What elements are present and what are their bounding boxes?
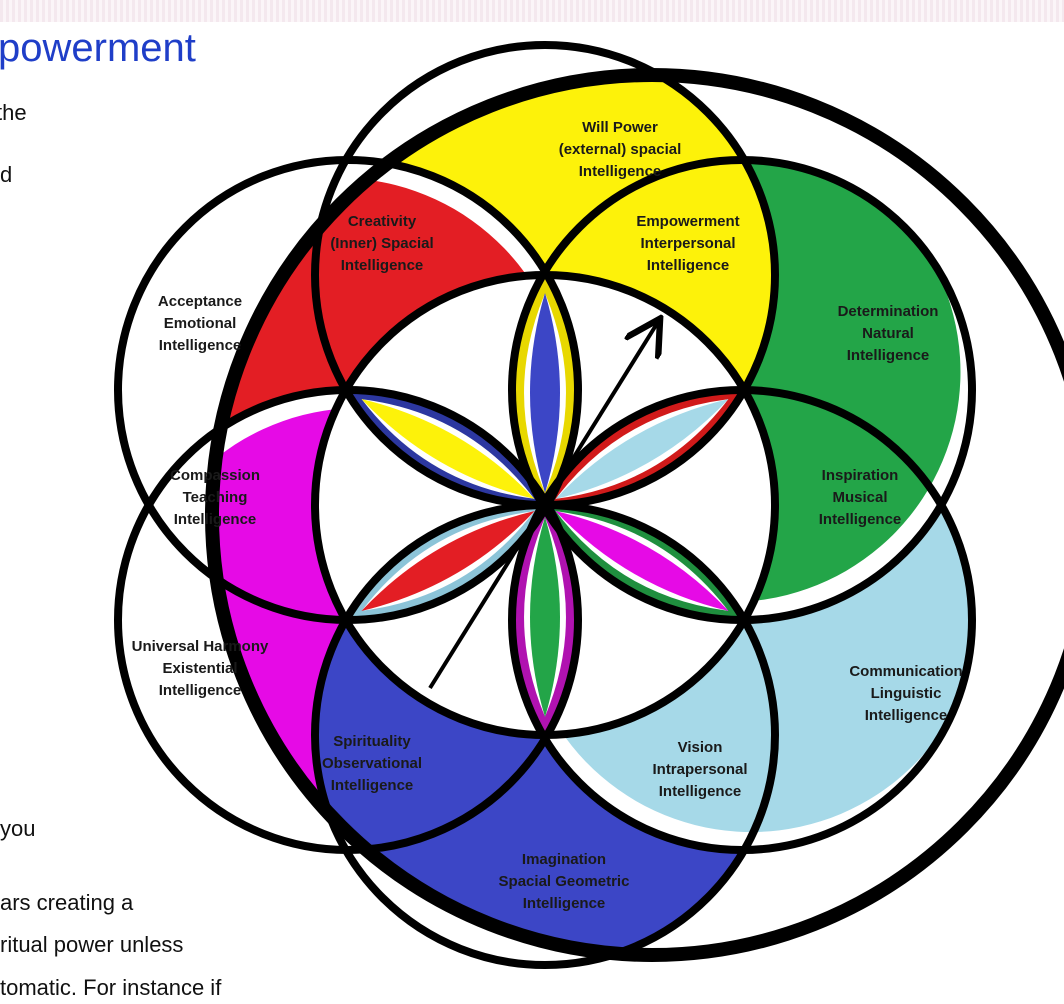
inner-petal-outline bbox=[514, 493, 576, 741]
petal-label-line: Universal Harmony bbox=[132, 638, 269, 655]
inner-petal-fill bbox=[530, 517, 560, 717]
petal-label-line: Imagination bbox=[522, 851, 606, 868]
petal-label-line: Observational bbox=[322, 755, 422, 772]
decorative-top-strip bbox=[0, 0, 1064, 22]
petal-label-line: Musical bbox=[832, 489, 887, 506]
petal-label-line: Spirituality bbox=[333, 733, 411, 750]
outer-ring bbox=[205, 68, 1064, 962]
slide-text-fragment: d bbox=[0, 162, 13, 187]
inner-petal bbox=[514, 493, 576, 741]
petal-label-line: Compassion bbox=[170, 467, 260, 484]
center-circle-outline bbox=[311, 271, 779, 739]
slide-text-fragment: the bbox=[0, 100, 27, 125]
inner-petal-fill bbox=[361, 399, 535, 499]
petal-label-line: Intelligence bbox=[865, 707, 948, 724]
petal-label-line: Communication bbox=[849, 663, 962, 680]
petal-label-line: Intelligence bbox=[579, 163, 662, 180]
petal-label-line: Existential bbox=[162, 660, 237, 677]
petal-label-line: Teaching bbox=[183, 489, 248, 506]
petal-label-line: Inspiration bbox=[822, 467, 899, 484]
petal-label-line: (external) spacial bbox=[559, 141, 682, 158]
petal-label-line: Linguistic bbox=[871, 685, 942, 702]
slide-text-fragment: ars creating a bbox=[0, 890, 134, 915]
petal-label-line: Creativity bbox=[348, 213, 417, 230]
inner-petal bbox=[514, 269, 576, 517]
petal-label-line: Intelligence bbox=[159, 337, 242, 354]
slide-text-fragment: ritual power unless bbox=[0, 932, 184, 957]
slide-title: powerment bbox=[0, 26, 196, 70]
petal-label-line: Interpersonal bbox=[640, 235, 735, 252]
petal-label-line: Vision bbox=[678, 739, 723, 756]
petal-label-line: Intelligence bbox=[819, 511, 902, 528]
petal-label-line: Natural bbox=[862, 325, 914, 342]
inner-petal-fill bbox=[361, 511, 535, 611]
petal-label-line: Spacial Geometric bbox=[499, 873, 630, 890]
slide-text-fragment: you bbox=[0, 816, 36, 841]
petal-label-line: Intelligence bbox=[647, 257, 730, 274]
inner-petal-outline bbox=[514, 269, 576, 517]
petal-label-line: Intelligence bbox=[847, 347, 930, 364]
inner-petal-fill bbox=[530, 293, 560, 493]
slide-text-fragment: tomatic. For instance if bbox=[0, 975, 222, 1000]
inner-petal-fill bbox=[555, 511, 729, 611]
petal-label-line: Will Power bbox=[582, 119, 658, 136]
petal-label-line: (Inner) Spacial bbox=[330, 235, 433, 252]
growth-arrow bbox=[428, 322, 658, 690]
petal-label-line: Determination bbox=[838, 303, 939, 320]
petal-label-line: Intelligence bbox=[523, 895, 606, 912]
petal-label-line: Intelligence bbox=[331, 777, 414, 794]
inner-petal-fill bbox=[555, 399, 729, 499]
petal-label-line: Intelligence bbox=[341, 257, 424, 274]
petal-label-line: Empowerment bbox=[636, 213, 739, 230]
petal-label-line: Intelligence bbox=[174, 511, 257, 528]
petal-region bbox=[521, 505, 971, 833]
petal-label-line: Intrapersonal bbox=[652, 761, 747, 778]
petal-label-line: Intelligence bbox=[659, 783, 742, 800]
petal-label-line: Intelligence bbox=[159, 682, 242, 699]
petal-label-line: Acceptance bbox=[158, 293, 242, 310]
petal-label-line: Emotional bbox=[164, 315, 237, 332]
